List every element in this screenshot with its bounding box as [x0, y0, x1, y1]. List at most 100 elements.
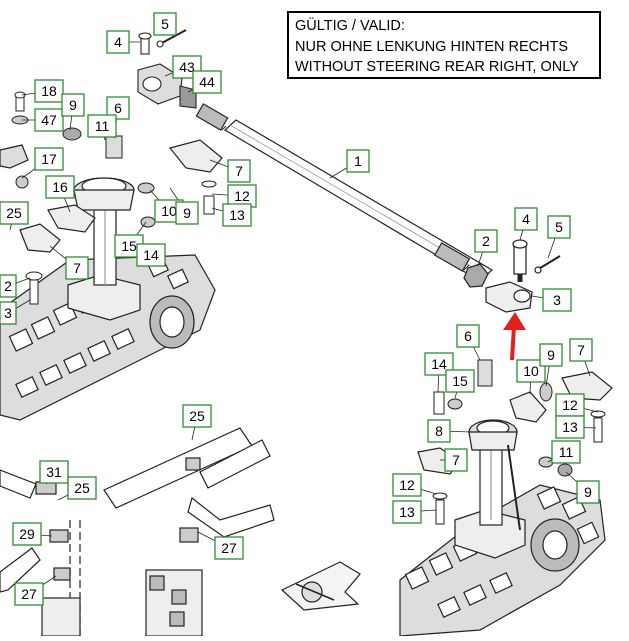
red-arrow-indicator	[503, 312, 526, 361]
hydraulic-lines	[0, 427, 275, 637]
callout-number: 6	[464, 328, 472, 344]
left-hardware	[11, 91, 217, 305]
callout-number: 47	[41, 112, 57, 128]
callout-number: 43	[179, 59, 195, 75]
callout-box	[474, 229, 498, 253]
callout-c7-b: 7	[65, 256, 89, 280]
callout-box	[87, 114, 117, 138]
callout-number: 27	[221, 540, 237, 556]
callout-c31: 31	[39, 460, 69, 484]
callout-number: 14	[431, 356, 447, 372]
right-hardware	[432, 359, 606, 525]
callout-c3-right: 3	[542, 288, 572, 312]
note-line-2: NUR OHNE LENKUNG HINTEN RECHTS	[295, 38, 569, 55]
callout-number: 9	[183, 205, 191, 221]
callout-box	[392, 473, 422, 497]
callout-c15-a: 15	[114, 234, 144, 258]
callout-number: 13	[229, 207, 245, 223]
callout-c4-top: 4	[106, 30, 130, 54]
callout-c29: 29	[12, 522, 42, 546]
callout-c27-a: 27	[14, 582, 44, 606]
callout-c6-b: 6	[456, 324, 480, 348]
shaft-part	[195, 103, 494, 288]
clevis-right	[485, 239, 561, 313]
callout-number: 2	[482, 233, 490, 249]
callout-c2-left: 2	[0, 274, 17, 298]
callout-number: 44	[199, 74, 215, 90]
callout-number: 3	[4, 305, 12, 321]
callout-box	[551, 440, 581, 464]
callout-number: 13	[562, 419, 578, 435]
callout-box	[0, 274, 17, 298]
callout-c14-a: 14	[136, 243, 166, 267]
callout-c13-b: 13	[555, 415, 585, 439]
callout-number: 1	[354, 153, 362, 169]
callout-number: 4	[522, 211, 530, 227]
callout-c11-b: 11	[551, 440, 581, 464]
callout-box	[576, 480, 600, 504]
callout-c11-a: 11	[87, 114, 117, 138]
callout-box	[65, 256, 89, 280]
callout-box	[547, 215, 571, 239]
callout-number: 5	[161, 16, 169, 32]
callout-number: 5	[555, 219, 563, 235]
callout-number: 12	[562, 397, 578, 413]
callout-c17: 17	[34, 147, 64, 171]
callout-number: 31	[46, 464, 62, 480]
callout-c12-c: 12	[392, 473, 422, 497]
callout-c12-b: 12	[555, 393, 585, 417]
callout-number: 7	[235, 163, 243, 179]
callout-number: 15	[452, 373, 468, 389]
callout-box	[34, 108, 64, 132]
callout-number: 18	[41, 83, 57, 99]
callout-box	[153, 12, 177, 36]
callout-c7-a: 7	[227, 159, 251, 183]
callout-c10-b: 10	[516, 359, 546, 383]
callout-c4-right: 4	[514, 207, 538, 231]
callout-box	[555, 415, 585, 439]
callout-number: 6	[114, 100, 122, 116]
callout-box	[182, 404, 212, 428]
callout-c7-d: 7	[444, 448, 468, 472]
callout-c25-c: 25	[67, 476, 97, 500]
callout-number: 12	[234, 188, 250, 204]
callout-number: 15	[121, 238, 137, 254]
callout-c15-b: 15	[445, 369, 475, 393]
callout-box	[175, 201, 199, 225]
callout-box	[61, 93, 85, 117]
callout-number: 2	[4, 278, 12, 294]
callout-c9-d: 9	[576, 480, 600, 504]
note-line-1: GÜLTIG / VALID:	[295, 18, 405, 34]
callout-number: 29	[19, 526, 35, 542]
callout-c7-c: 7	[569, 338, 593, 362]
callout-number: 12	[399, 477, 415, 493]
callout-box	[34, 79, 64, 103]
callout-box	[192, 70, 222, 94]
callout-number: 27	[21, 586, 37, 602]
callout-box	[514, 207, 538, 231]
callout-c2: 2	[474, 229, 498, 253]
validity-note-box: GÜLTIG / VALID: NUR OHNE LENKUNG HINTEN …	[287, 11, 601, 79]
callout-number: 9	[547, 347, 555, 363]
callout-number: 8	[435, 423, 443, 439]
callout-number: 11	[559, 444, 574, 460]
callout-c12-a: 12	[227, 184, 257, 208]
callout-c47: 47	[34, 108, 64, 132]
callout-number: 7	[577, 342, 585, 358]
callout-c25-b: 25	[182, 404, 212, 428]
callout-number: 11	[95, 118, 110, 134]
callout-box	[444, 448, 468, 472]
callout-number: 7	[73, 260, 81, 276]
callout-box	[67, 476, 97, 500]
callout-c9-a: 9	[61, 93, 85, 117]
left-track-unit	[0, 139, 223, 421]
callout-box	[427, 419, 451, 443]
callout-c5-top: 5	[153, 12, 177, 36]
callout-number: 16	[52, 179, 68, 195]
callout-box	[227, 159, 251, 183]
callout-number: 9	[69, 97, 77, 113]
right-track-unit	[399, 371, 613, 637]
callout-c16: 16	[45, 175, 75, 199]
